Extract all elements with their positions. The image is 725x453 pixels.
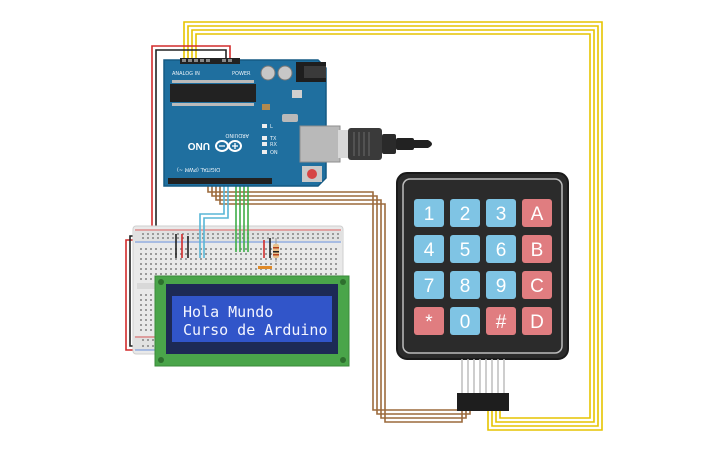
key-7: 7 (414, 271, 444, 299)
crystal (282, 114, 298, 122)
key-5: 5 (450, 235, 480, 263)
lcd-line-2: Curso de Arduino (183, 321, 328, 339)
key-label: 5 (460, 240, 471, 261)
lcd-screen (172, 296, 332, 342)
l-led-label: L (270, 124, 273, 130)
yellow-wires (183, 21, 603, 431)
power-label: POWER (232, 71, 251, 77)
key-1: 1 (414, 199, 444, 227)
key-label: 0 (460, 312, 471, 333)
key-6: 6 (486, 235, 516, 263)
lcd-display: Hola Mundo Curso de Arduino (154, 275, 350, 367)
key-label: 9 (496, 276, 507, 297)
brand-label: ARDUINO (225, 132, 249, 138)
usb-port (299, 125, 341, 163)
keypad-keys: 1 2 3 A 4 5 6 B 7 8 9 C * 0 # D (414, 199, 552, 335)
keypad-connector (457, 359, 509, 411)
keypad-4x4: 1 2 3 A 4 5 6 B 7 8 9 C * 0 # D (396, 172, 569, 360)
key-label: # (496, 312, 507, 333)
arduino-uno-board: ANALOG IN POWER TX RX L ON UNO A (163, 58, 432, 187)
microcontroller-chip (170, 84, 256, 102)
key-label: A (531, 204, 544, 225)
resistor (258, 238, 279, 269)
key-0: 0 (450, 307, 480, 335)
analog-in-label: ANALOG IN (172, 71, 200, 77)
lcd-line-1: Hola Mundo (183, 303, 273, 321)
key-8: 8 (450, 271, 480, 299)
key-star: * (414, 307, 444, 335)
key-label: 7 (424, 276, 435, 297)
uno-label: UNO (188, 140, 210, 151)
rx-label: RX (270, 142, 277, 148)
key-label: 3 (496, 204, 507, 225)
capacitor (277, 65, 293, 81)
arduino-logo-icon (215, 140, 242, 152)
key-label: C (530, 276, 544, 297)
key-label: 2 (460, 204, 471, 225)
lcd-jumper-wires (175, 182, 271, 258)
key-2: 2 (450, 199, 480, 227)
key-B: B (522, 235, 552, 263)
key-label: D (530, 312, 544, 333)
key-C: C (522, 271, 552, 299)
key-label: 1 (424, 204, 435, 225)
on-led-label: ON (270, 150, 278, 156)
digital-label: DIGITAL (PWM ~) (177, 166, 220, 172)
key-label: * (425, 312, 433, 333)
key-label: 6 (496, 240, 507, 261)
key-4: 4 (414, 235, 444, 263)
key-A: A (522, 199, 552, 227)
key-9: 9 (486, 271, 516, 299)
key-hash: # (486, 307, 516, 335)
key-label: 4 (424, 240, 435, 261)
digital-header (168, 178, 272, 184)
tx-label: TX (269, 136, 277, 142)
usb-cable (348, 128, 432, 160)
key-D: D (522, 307, 552, 335)
capacitor (260, 65, 276, 81)
key-label: B (531, 240, 544, 261)
key-label: 8 (460, 276, 471, 297)
key-3: 3 (486, 199, 516, 227)
